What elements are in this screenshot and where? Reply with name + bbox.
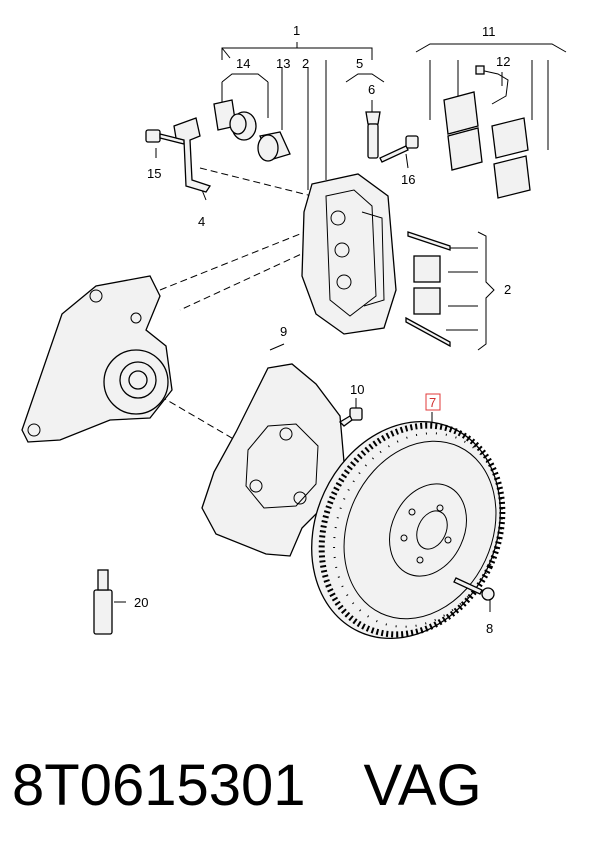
part-9-dust-shield — [201, 363, 345, 557]
part-20-tube — [93, 569, 113, 635]
part-1-caliper — [301, 173, 397, 335]
wheel-carrier — [21, 275, 173, 443]
callout-11: 11 — [482, 24, 496, 39]
part-7-brake-disc — [311, 420, 506, 640]
callout-16: 16 — [401, 172, 415, 187]
group-bracket-5 — [345, 73, 385, 83]
part-11-brake-pads — [443, 91, 531, 199]
part-2-pins — [405, 231, 451, 348]
callout-5: 5 — [356, 56, 363, 71]
group-bracket-2 — [446, 231, 495, 351]
part-16-bolt — [379, 135, 419, 163]
callout-12: 12 — [496, 54, 510, 69]
part-8-screw — [453, 577, 495, 601]
callout-4: 4 — [198, 214, 205, 229]
callout-13: 13 — [276, 56, 290, 71]
brand-name: VAG — [363, 753, 482, 818]
part-13-seal — [257, 131, 291, 162]
group-bracket-11 — [415, 43, 567, 150]
callout-labels: 1 14 13 2 5 6 11 12 15 16 4 2 9 10 7 20 … — [134, 23, 511, 636]
part-10-bolt — [338, 407, 363, 427]
callout-6: 6 — [368, 82, 375, 97]
brake-assembly-diagram: 1 14 13 2 5 6 11 12 15 16 4 2 9 10 7 20 … — [21, 23, 567, 640]
callout-7-highlight — [425, 393, 441, 411]
part-4-clip — [173, 117, 212, 193]
callout-10: 10 — [350, 382, 364, 397]
part-number: 8T0615301 — [12, 753, 306, 818]
callout-20: 20 — [134, 595, 148, 610]
callout-2b: 2 — [504, 282, 511, 297]
part-14-springs — [213, 99, 257, 141]
part-6-bleeder — [365, 111, 381, 159]
group-bracket-1 — [221, 42, 373, 60]
callout-2: 2 — [302, 56, 309, 71]
footer: 8T0615301 VAG — [12, 752, 592, 842]
callout-9: 9 — [280, 324, 287, 339]
part-12-wear-sensor — [475, 65, 509, 105]
callout-7: 7 — [429, 395, 436, 410]
callout-8: 8 — [486, 621, 493, 636]
callout-14: 14 — [236, 56, 250, 71]
callout-15: 15 — [147, 166, 161, 181]
callout-1: 1 — [293, 23, 300, 38]
alignment-lines — [159, 167, 421, 549]
